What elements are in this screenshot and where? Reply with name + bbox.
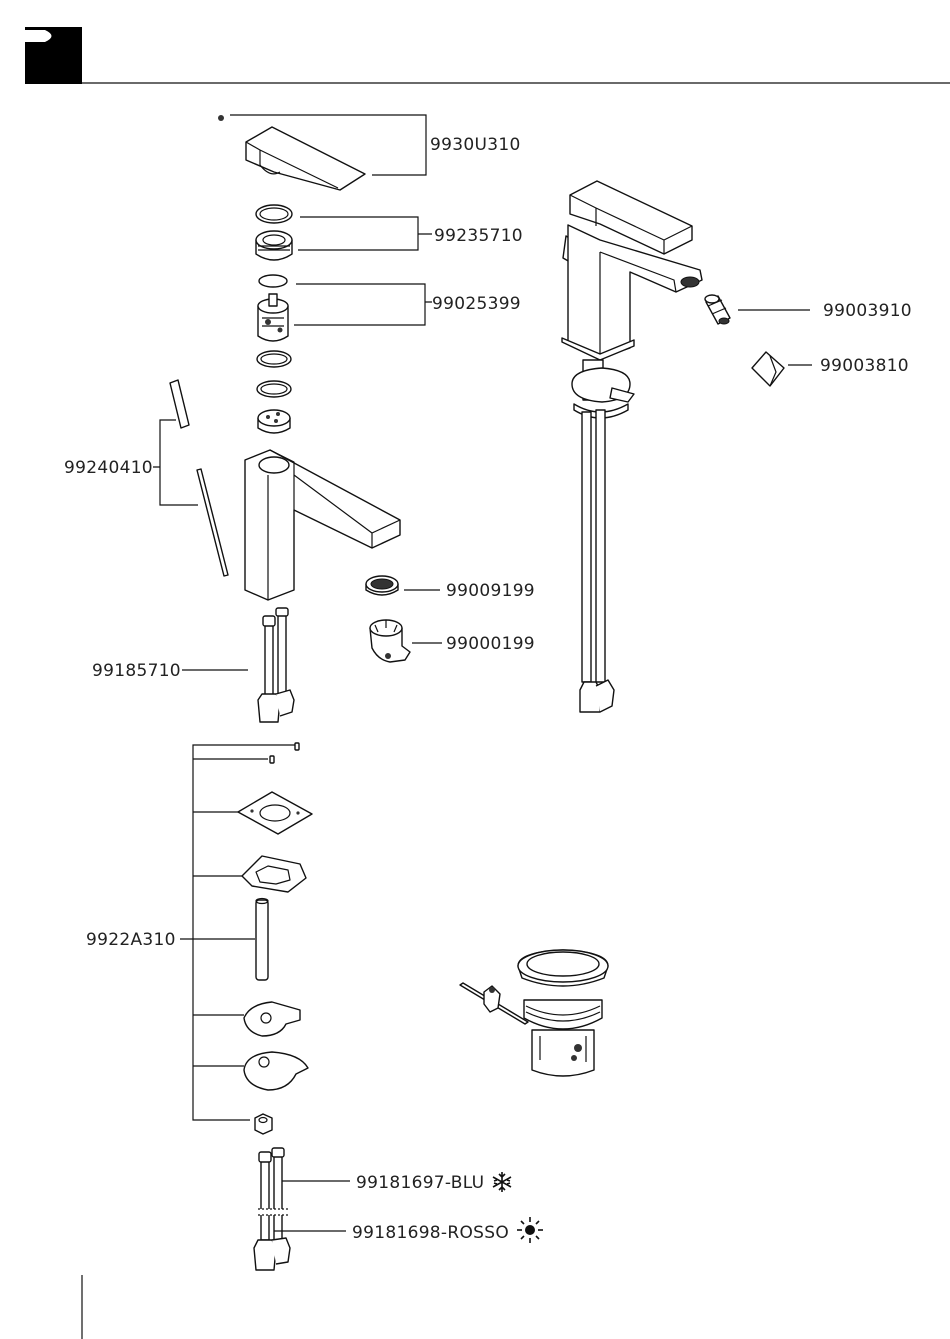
label-hoses: 99185710 bbox=[92, 661, 181, 681]
sun-icon bbox=[517, 1217, 543, 1243]
label-hose-cold: 99181697-BLU bbox=[356, 1173, 484, 1193]
pop-up-waste bbox=[460, 950, 608, 1076]
aerator-key-part bbox=[370, 620, 410, 662]
leader-cartridge bbox=[294, 284, 432, 325]
label-aerator-2: 99009199 bbox=[446, 581, 535, 601]
handle-part bbox=[218, 115, 365, 190]
label-aerator-key: 99000199 bbox=[446, 634, 535, 654]
label-aerator-cover: 99003810 bbox=[820, 356, 909, 376]
o-rings-and-base bbox=[257, 351, 291, 433]
leader-rod bbox=[153, 420, 198, 505]
label-aerator-1: 99003910 bbox=[823, 301, 912, 321]
aerator-1-part bbox=[705, 295, 730, 324]
aerator-cover-part bbox=[752, 352, 784, 386]
cartridge-part bbox=[258, 275, 288, 341]
hoses-part bbox=[258, 608, 294, 722]
label-rod: 99240410 bbox=[64, 458, 153, 478]
label-hose-hot: 99181698-ROSSO bbox=[352, 1223, 509, 1243]
snowflake-icon bbox=[493, 1172, 511, 1192]
long-hoses-part bbox=[254, 1148, 290, 1270]
label-seal-ring: 99235710 bbox=[434, 226, 523, 246]
aerator-2-part bbox=[366, 576, 398, 595]
seal-ring-part bbox=[256, 205, 292, 260]
label-fixing-kit: 9922A310 bbox=[86, 930, 176, 950]
page-tab-notch bbox=[25, 30, 52, 42]
rod-part bbox=[170, 380, 228, 576]
label-handle: 9930U310 bbox=[430, 135, 521, 155]
leader-seal-ring bbox=[298, 217, 432, 250]
label-cartridge: 99025399 bbox=[432, 294, 521, 314]
assembled-tap bbox=[562, 181, 702, 712]
